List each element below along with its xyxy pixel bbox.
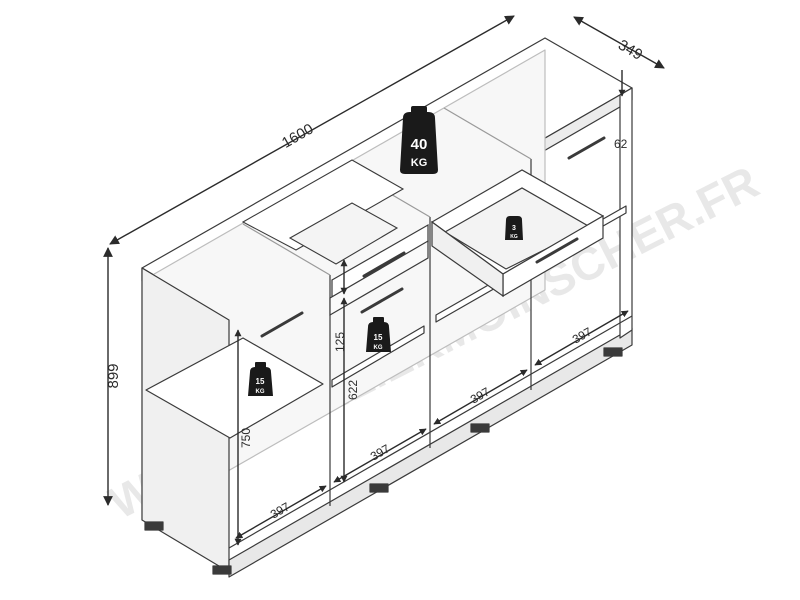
dim-top-gap-label: 62 xyxy=(614,137,628,151)
weight-top-unit: KG xyxy=(411,157,428,169)
weight-top-icon: 40 KG xyxy=(400,106,438,174)
weight-shelf-left-icon: 15 KG xyxy=(248,362,273,396)
weight-shelf-left-unit: KG xyxy=(256,389,265,395)
foot-1 xyxy=(212,565,232,575)
dim-door-height-label: 622 xyxy=(346,380,360,400)
left-door xyxy=(329,239,429,317)
foot-5 xyxy=(603,347,623,357)
weight-drawer-value: 3 xyxy=(512,225,516,232)
shelf-2 xyxy=(331,325,425,388)
dim-drawer-height-label: 125 xyxy=(333,332,347,352)
weight-drawer-icon: 3 KG xyxy=(505,216,523,240)
foot-2 xyxy=(144,521,164,531)
dim-depth-label: 349 xyxy=(615,36,645,63)
weight-shelf-mid-icon: 15 KG xyxy=(366,317,391,352)
dim-inner-height-label: 750 xyxy=(239,428,253,448)
weight-drawer-unit: KG xyxy=(510,234,518,240)
dim-width-label: 1600 xyxy=(279,120,316,151)
weight-shelf-mid-value: 15 xyxy=(374,333,383,342)
foot-3 xyxy=(369,483,389,493)
dim-height-label: 899 xyxy=(105,363,122,388)
dimension-lines xyxy=(103,15,665,546)
weight-shelf-left-value: 15 xyxy=(256,377,265,386)
weight-top-value: 40 xyxy=(411,136,428,153)
dim-compartment-3-label: 397 xyxy=(468,384,493,406)
weight-shelf-mid-unit: KG xyxy=(374,345,383,351)
foot-4 xyxy=(470,423,490,433)
